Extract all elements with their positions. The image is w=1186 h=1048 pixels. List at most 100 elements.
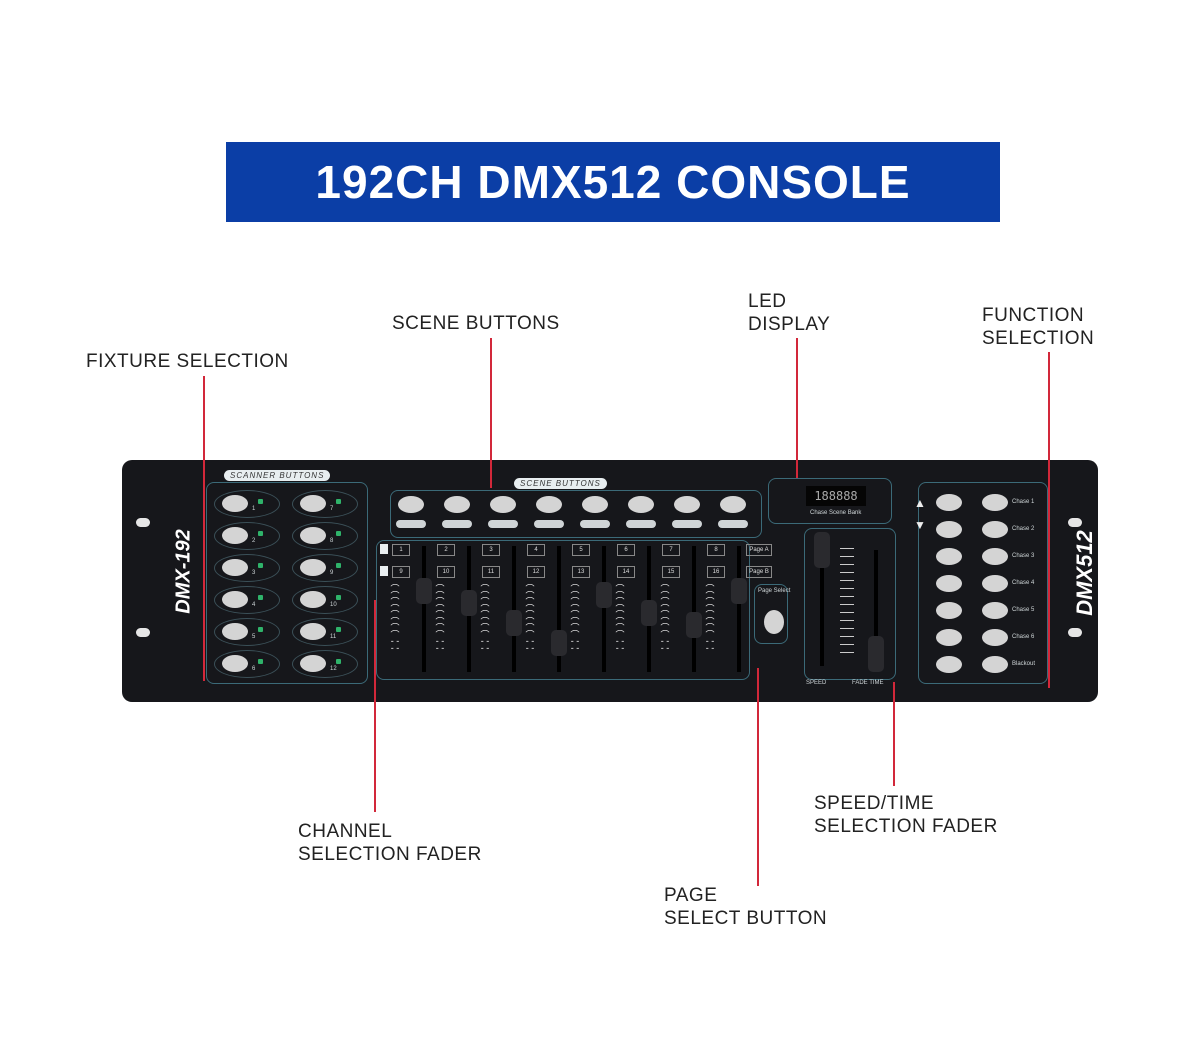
scene-tag: SCENE BUTTONS — [514, 478, 607, 489]
channel-fader[interactable] — [737, 546, 741, 672]
channel-fader[interactable] — [557, 546, 561, 672]
scanner-button[interactable] — [222, 623, 248, 640]
function-button[interactable] — [936, 521, 962, 538]
fader-scale-icon: ⌒ ⌒ ⌒ ⌒ ⌒ ⌒ ⌒ ⌒ - - - - — [525, 584, 535, 653]
function-button[interactable] — [936, 602, 962, 619]
scanner-led — [258, 659, 263, 664]
scene-group — [390, 490, 762, 538]
channel-fader-knob[interactable] — [416, 578, 432, 604]
callout-fixture-selection: FIXTURE SELECTION — [86, 351, 289, 372]
page-a-label: Page A — [746, 544, 772, 556]
scene-button[interactable] — [720, 496, 746, 513]
channel-fader-knob[interactable] — [551, 630, 567, 656]
scanner-button[interactable] — [222, 559, 248, 576]
scene-number-tab — [672, 520, 702, 528]
mount-hole — [1068, 518, 1082, 527]
chase-button[interactable] — [982, 548, 1008, 565]
scanner-ring — [214, 650, 280, 678]
mount-hole — [1068, 628, 1082, 637]
scanner-led — [258, 499, 263, 504]
scanner-ring — [292, 650, 358, 678]
scanner-button[interactable] — [300, 623, 326, 640]
channel-number: 9 — [392, 566, 410, 578]
scanner-button[interactable] — [222, 495, 248, 512]
pointer-line — [757, 668, 759, 886]
scene-button[interactable] — [674, 496, 700, 513]
page-b-label: Page B — [746, 566, 772, 578]
page-select-group — [754, 584, 788, 644]
scene-number-tab — [488, 520, 518, 528]
scanner-number: 12 — [330, 666, 337, 672]
chase-button[interactable] — [982, 629, 1008, 646]
speed-fader-knob[interactable] — [814, 532, 830, 568]
speed-fader[interactable] — [820, 540, 824, 666]
scanner-button[interactable] — [300, 591, 326, 608]
scanner-number: 8 — [330, 538, 334, 544]
fade-time-fader[interactable] — [874, 550, 878, 666]
scanner-number: 2 — [252, 538, 256, 544]
channel-fader[interactable] — [512, 546, 516, 672]
scanner-group — [206, 482, 368, 684]
chase-button[interactable] — [982, 494, 1008, 511]
channel-fader[interactable] — [422, 546, 426, 672]
function-button[interactable] — [936, 494, 962, 511]
channel-fader-knob[interactable] — [506, 610, 522, 636]
scanner-button[interactable] — [222, 655, 248, 672]
scanner-ring — [214, 586, 280, 614]
channel-fader-knob[interactable] — [596, 582, 612, 608]
channel-number: 3 — [482, 544, 500, 556]
scene-button[interactable] — [628, 496, 654, 513]
scanner-number: 10 — [330, 602, 337, 608]
channel-fader-knob[interactable] — [461, 590, 477, 616]
scanner-ring — [292, 522, 358, 550]
scanner-number: 6 — [252, 666, 256, 672]
scanner-button[interactable] — [222, 527, 248, 544]
scene-number-tab — [718, 520, 748, 528]
mount-hole — [136, 628, 150, 637]
fade-time-fader-knob[interactable] — [868, 636, 884, 672]
pointer-line — [796, 338, 798, 478]
scanner-ring — [292, 618, 358, 646]
function-button[interactable] — [936, 629, 962, 646]
mount-hole — [136, 518, 150, 527]
channel-fader[interactable] — [602, 546, 606, 672]
scene-button[interactable] — [444, 496, 470, 513]
scanner-button[interactable] — [300, 655, 326, 672]
channel-fader-knob[interactable] — [731, 578, 747, 604]
scene-button[interactable] — [398, 496, 424, 513]
chase-button[interactable] — [982, 602, 1008, 619]
chase-button[interactable] — [982, 521, 1008, 538]
channel-number: 4 — [527, 544, 545, 556]
function-group — [918, 482, 1048, 684]
fader-scale-icon: ⌒ ⌒ ⌒ ⌒ ⌒ ⌒ ⌒ ⌒ - - - - — [435, 584, 445, 653]
scanner-button[interactable] — [300, 559, 326, 576]
scene-button[interactable] — [582, 496, 608, 513]
led-display: 188888 — [806, 486, 866, 506]
scanner-button[interactable] — [222, 591, 248, 608]
scanner-ring — [292, 554, 358, 582]
bank-up-icon[interactable]: ▲ — [914, 496, 926, 510]
scene-button[interactable] — [490, 496, 516, 513]
chase-label: Chase 6 — [1012, 634, 1035, 640]
scanner-button[interactable] — [300, 495, 326, 512]
title-banner: 192CH DMX512 CONSOLE — [226, 142, 1000, 222]
channel-fader-knob[interactable] — [641, 600, 657, 626]
channel-number: 10 — [437, 566, 455, 578]
scanner-button[interactable] — [300, 527, 326, 544]
function-button[interactable] — [936, 575, 962, 592]
channel-fader[interactable] — [692, 546, 696, 672]
scene-button[interactable] — [536, 496, 562, 513]
function-button[interactable] — [936, 656, 962, 673]
function-button[interactable] — [936, 548, 962, 565]
page-select-button[interactable] — [764, 610, 784, 634]
bank-down-icon[interactable]: ▼ — [914, 518, 926, 532]
channel-fader-knob[interactable] — [686, 612, 702, 638]
pointer-line — [893, 682, 895, 786]
callout-page-select: PAGE SELECT BUTTON — [664, 885, 828, 929]
scanner-ring — [214, 618, 280, 646]
scene-number-tab — [442, 520, 472, 528]
chase-label: Chase 4 — [1012, 580, 1035, 586]
chase-label: Chase 2 — [1012, 526, 1035, 532]
chase-button[interactable] — [982, 575, 1008, 592]
chase-button[interactable] — [982, 656, 1008, 673]
